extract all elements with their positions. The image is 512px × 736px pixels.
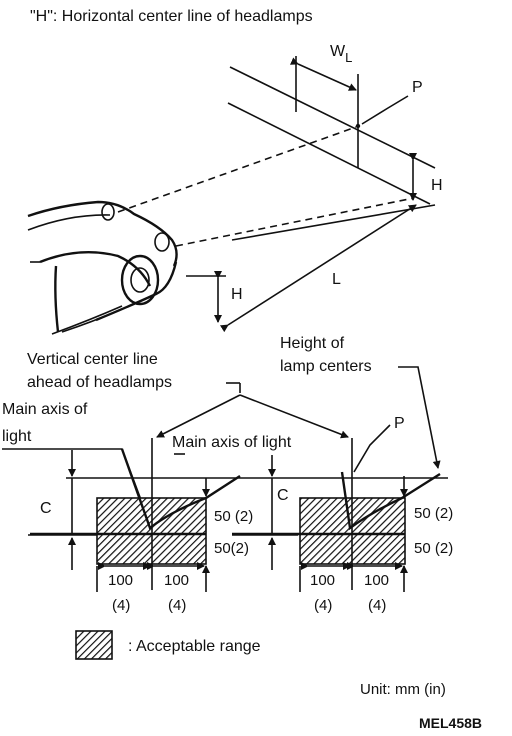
legend: : Acceptable range (75, 630, 261, 660)
light-beam-upper (117, 126, 357, 213)
right-box-right-dim: 100 (364, 572, 389, 589)
main-axis-right-label: Main axis of light (172, 434, 292, 451)
wl-dimension-arrow (289, 57, 357, 91)
light-beam-lower (175, 197, 415, 247)
screen-view: Vertical center line ahead of headlamps … (2, 335, 453, 614)
front-wheel (120, 254, 160, 306)
right-box-right-dim-in: (4) (368, 597, 386, 614)
unit-label: Unit: mm (in) (360, 681, 446, 698)
left-box-right-dim-in: (4) (168, 597, 186, 614)
perspective-view: WL P H H L (27, 43, 443, 335)
left-box-left-dim: 100 (108, 572, 133, 589)
c-label-left: C (40, 500, 52, 517)
right-acceptable-range-box: 50 (2) 50 (2) 100 (4) 100 (4) (232, 438, 453, 614)
height-of-label-1: Height of (280, 335, 345, 352)
legend-hatch-swatch (75, 630, 113, 660)
wl-label: WL (330, 43, 352, 65)
main-axis-left-label-2: light (2, 428, 32, 445)
height-of-label-2: lamp centers (280, 358, 372, 375)
top-p-label: P (412, 79, 423, 96)
left-box-right-dim: 100 (164, 572, 189, 589)
right-upper-dim: 50 (2) (414, 505, 453, 522)
headlamp-left (101, 203, 115, 221)
main-axis-left-label-1: Main axis of (2, 401, 88, 418)
point-p-marker (355, 123, 361, 129)
right-box-left-dim-in: (4) (314, 597, 332, 614)
h-label-right: H (431, 177, 443, 194)
h-label-left: H (231, 286, 243, 303)
l-dimension-arrow (219, 204, 417, 333)
c-label-right: C (277, 487, 289, 504)
left-upper-dim: 50 (2) (214, 508, 253, 525)
car-front-illustration (27, 200, 178, 335)
figure-code: MEL458B (419, 715, 482, 731)
l-label: L (332, 271, 341, 288)
vertical-center-line-label-2: ahead of headlamps (27, 374, 172, 391)
legend-label: : Acceptable range (128, 638, 261, 655)
left-acceptable-range-box: 50 (2) 50(2) 100 (4) 100 (4) (30, 438, 253, 614)
screen-p-label: P (394, 415, 405, 432)
screen-base-line (231, 204, 436, 241)
right-box-left-dim: 100 (310, 572, 335, 589)
headlamp-right (154, 232, 170, 252)
vertical-center-line-label-1: Vertical center line (27, 351, 158, 368)
title: "H": Horizontal center line of headlamps (30, 8, 313, 25)
left-lower-dim: 50(2) (214, 540, 249, 557)
left-box-left-dim-in: (4) (112, 597, 130, 614)
right-lower-dim: 50 (2) (414, 540, 453, 557)
